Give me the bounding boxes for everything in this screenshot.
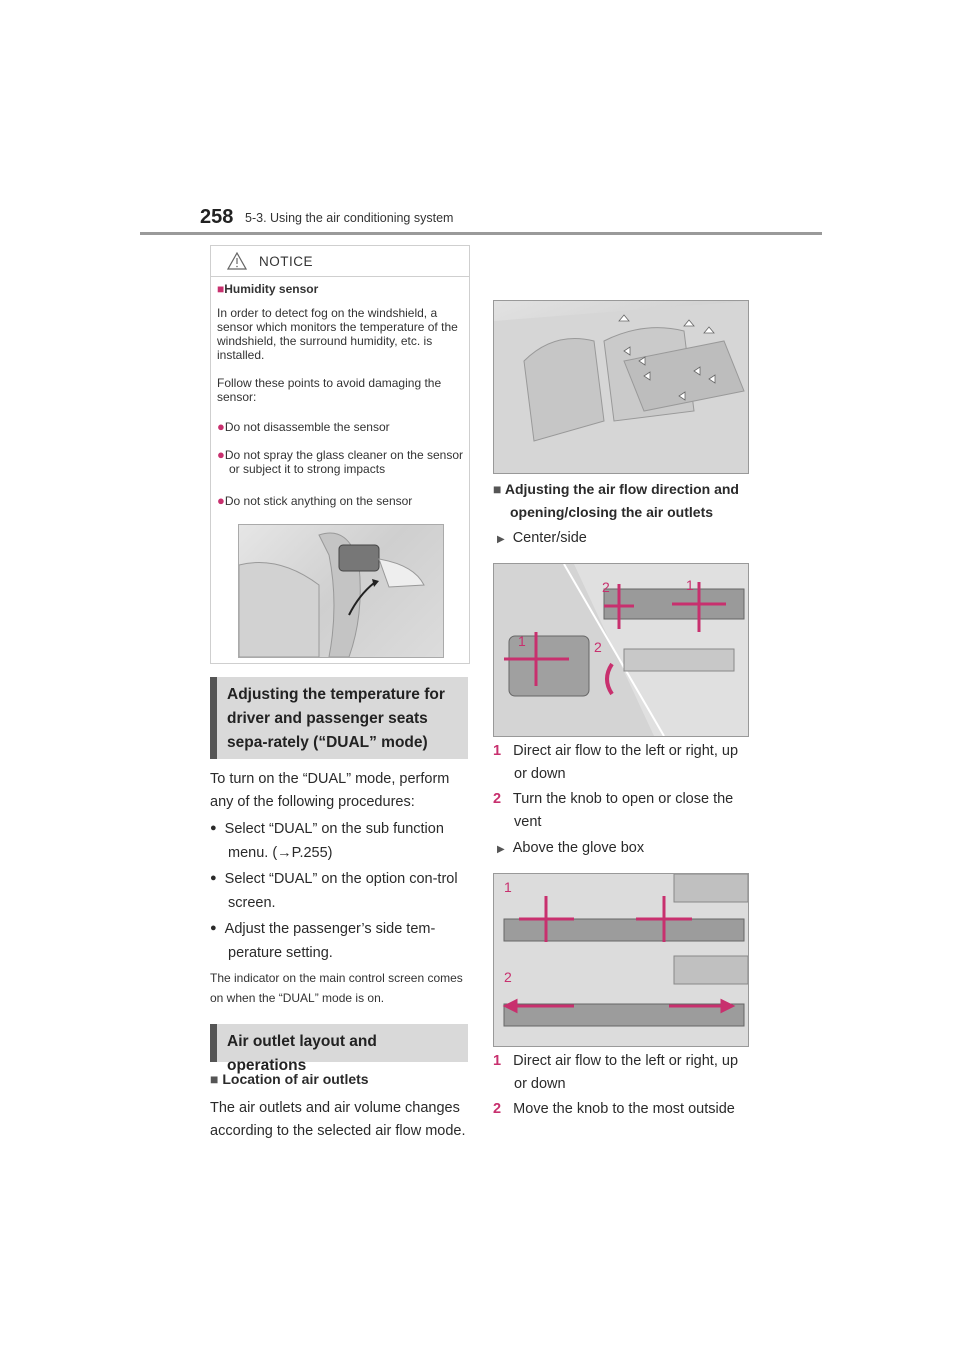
- dual-bullet-2: Select “DUAL” on the option con-trol scr…: [210, 868, 468, 915]
- dual-note: The indicator on the main control screen…: [210, 971, 463, 1005]
- notice-box: NOTICE ■Humidity sensor In order to dete…: [210, 245, 470, 664]
- adjust-heading: ■ Adjusting the air flow direction and o…: [493, 481, 739, 520]
- location-heading: ■ Location of air outlets: [210, 1071, 369, 1087]
- dual-intro: To turn on the “DUAL” mode, perform any …: [210, 771, 450, 810]
- notice-title: NOTICE: [259, 254, 314, 269]
- glove-box-vent-illustration: 1 2: [493, 873, 749, 1047]
- gb-step-1: 1 Direct air flow to the left or right, …: [493, 1053, 739, 1092]
- page-number: 258: [200, 206, 234, 228]
- dual-bullet-3: Adjust the passenger’s side tem-perature…: [210, 918, 468, 965]
- air-outlet-heading: Air outlet layout and operations: [210, 1024, 468, 1074]
- notice-heading: ■Humidity sensor: [217, 282, 319, 296]
- cs-step-1: 1 Direct air flow to the left or right, …: [493, 743, 739, 782]
- gb-step-2: 2 Move the knob to the most outside: [493, 1101, 735, 1117]
- vent-callout-label: 2: [504, 969, 512, 985]
- warning-icon: [227, 252, 247, 270]
- vent-callout-label: 2: [602, 579, 610, 595]
- section-title: 5-3. Using the air conditioning system: [245, 211, 454, 225]
- location-text: The air outlets and air volume changes a…: [210, 1100, 466, 1139]
- cabin-airflow-illustration: [493, 300, 749, 474]
- center-side-label: ▶Center/side: [497, 530, 587, 546]
- cs-step-2: 2 Turn the knob to open or close the ven…: [493, 791, 734, 830]
- center-side-vent-illustration: 2 1 1 2: [493, 563, 749, 737]
- notice-para2: Follow these points to avoid damaging th…: [217, 376, 442, 404]
- vent-callout-label: 1: [686, 577, 694, 593]
- humidity-sensor-illustration: [238, 524, 444, 658]
- notice-bullet: ●Do not disassemble the sensor: [217, 419, 390, 435]
- vent-callout-label: 1: [504, 879, 512, 895]
- dual-mode-heading: Adjusting the temperature for driver and…: [210, 677, 468, 759]
- notice-header: NOTICE: [211, 246, 469, 277]
- notice-para1: In order to detect fog on the windshield…: [217, 306, 458, 362]
- header-rule: [140, 232, 822, 235]
- notice-bullet: ●Do not stick anything on the sensor: [217, 493, 413, 509]
- vent-callout-label: 2: [594, 639, 602, 655]
- glove-box-label: ▶Above the glove box: [497, 840, 645, 856]
- notice-bullet: ●Do not spray the glass cleaner on the s…: [217, 447, 463, 477]
- vent-callout-label: 1: [518, 633, 526, 649]
- dual-bullet-1: Select “DUAL” on the sub function menu. …: [210, 818, 468, 865]
